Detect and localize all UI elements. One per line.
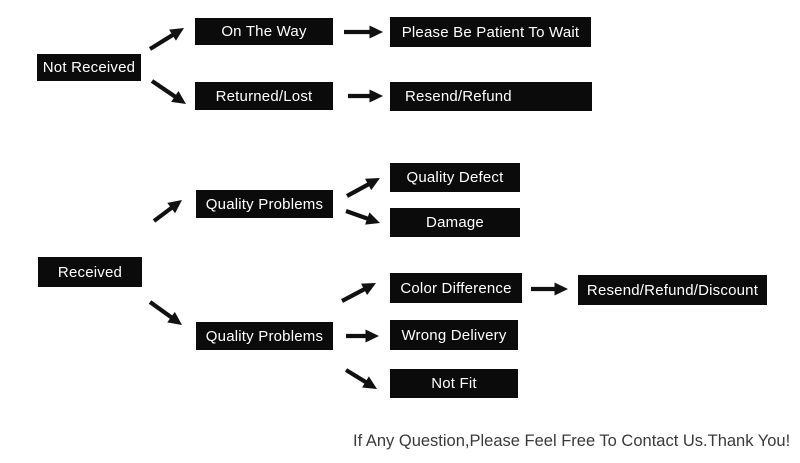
flow-node-label: Not Received — [42, 59, 136, 76]
flow-node-label: Resend/Refund — [405, 88, 512, 105]
flow-node-received: Received — [38, 257, 142, 287]
flow-node-resend-refund: Resend/Refund — [390, 82, 592, 111]
arrow-quality-problems-bottom-to-not-fit — [344, 368, 377, 389]
flow-node-color-difference: Color Difference — [390, 273, 522, 303]
flow-node-label: Wrong Delivery — [401, 326, 507, 344]
flow-node-not-received: Not Received — [37, 54, 141, 81]
flow-node-label: Quality Defect — [406, 169, 504, 186]
arrow-returned-lost-to-resend-refund — [348, 89, 383, 103]
flow-node-quality-problems-bottom: Quality Problems — [196, 322, 333, 350]
flow-node-label: Resend/Refund/Discount — [586, 281, 759, 299]
footer-note: If Any Question,Please Feel Free To Cont… — [353, 432, 791, 450]
flow-node-label: Not Fit — [431, 375, 477, 392]
flow-node-please-be-patient: Please Be Patient To Wait — [390, 17, 591, 47]
flow-node-returned-lost: Returned/Lost — [195, 82, 333, 110]
flow-node-wrong-delivery: Wrong Delivery — [390, 320, 518, 350]
flow-node-quality-problems-top: Quality Problems — [196, 190, 333, 218]
arrow-not-received-to-on-the-way — [148, 28, 184, 51]
arrow-quality-problems-top-to-damage — [345, 209, 380, 225]
arrow-quality-problems-top-to-quality-defect — [345, 178, 380, 198]
flow-node-on-the-way: On The Way — [195, 18, 333, 45]
flow-node-label: Damage — [426, 214, 484, 231]
arrow-quality-problems-bottom-to-color-difference — [341, 283, 376, 303]
flow-node-resend-refund-discount: Resend/Refund/Discount — [578, 275, 767, 305]
flow-node-not-fit: Not Fit — [390, 369, 518, 398]
arrow-color-difference-to-resend-refund-discount — [531, 282, 568, 296]
arrow-received-to-quality-problems-top — [152, 200, 182, 223]
flow-node-label: On The Way — [221, 23, 307, 40]
arrow-on-the-way-to-please-be-patient — [344, 25, 383, 39]
arrow-not-received-to-returned-lost — [150, 79, 186, 104]
arrow-quality-problems-bottom-to-wrong-delivery — [346, 329, 379, 343]
flow-node-label: Received — [57, 263, 123, 281]
flow-node-label: Quality Problems — [205, 195, 324, 213]
arrow-received-to-quality-problems-bottom — [148, 300, 182, 325]
flow-node-label: Please Be Patient To Wait — [401, 23, 580, 41]
flow-node-quality-defect: Quality Defect — [390, 163, 520, 192]
flow-node-label: Quality Problems — [205, 327, 324, 345]
flow-node-label: Returned/Lost — [215, 87, 313, 105]
flow-node-label: Color Difference — [400, 279, 512, 297]
flow-node-damage: Damage — [390, 208, 520, 237]
